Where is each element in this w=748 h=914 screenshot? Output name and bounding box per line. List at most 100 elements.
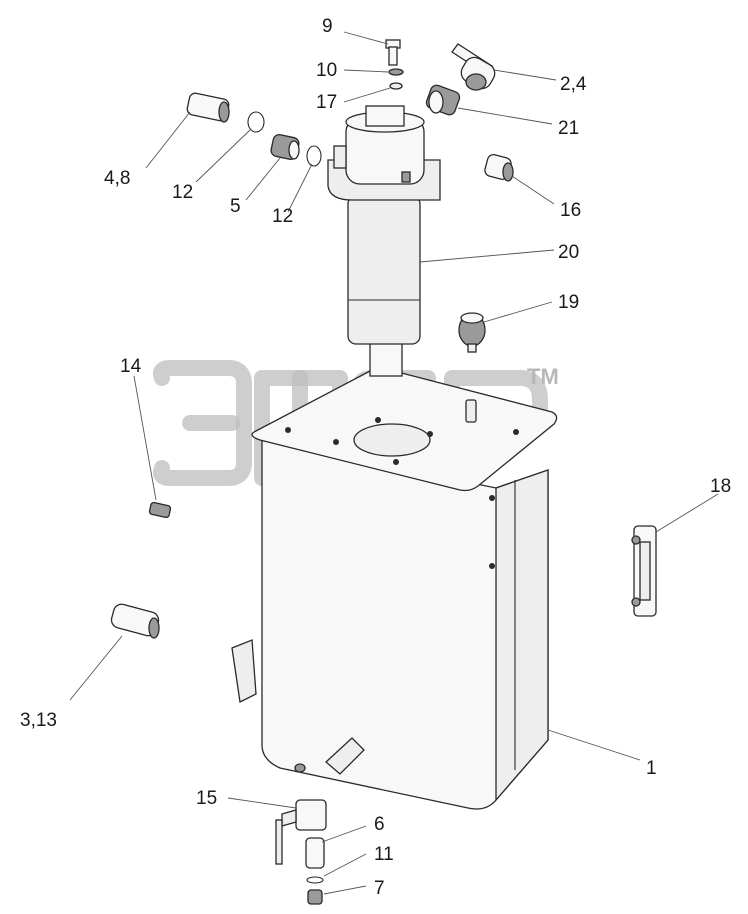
breather-stem <box>467 343 477 353</box>
drain-boss <box>294 763 306 773</box>
o-ring-12a <box>247 111 265 133</box>
callout-3-13: 3,13 <box>20 710 57 731</box>
cover-bolt <box>333 439 339 445</box>
callout-19: 19 <box>558 292 579 313</box>
callout-5: 5 <box>230 196 241 217</box>
cover-bolt <box>393 459 399 465</box>
filter-assembly <box>327 105 441 377</box>
breather-top <box>460 312 484 324</box>
fitting-4-8 <box>186 92 230 123</box>
fitting-3-13-end <box>148 617 160 639</box>
leader-4-8 <box>145 111 191 169</box>
callout-10: 10 <box>316 60 337 81</box>
breather-boss <box>465 399 477 423</box>
callout-16: 16 <box>560 200 581 221</box>
filter-indicator <box>401 171 411 183</box>
return-pipe-stub <box>231 639 257 703</box>
fitting-5 <box>270 134 300 160</box>
watermark-letter-e <box>153 360 252 486</box>
leader-16 <box>511 175 555 205</box>
callout-20: 20 <box>558 242 579 263</box>
leader-15 <box>227 797 297 809</box>
fitting-end <box>218 101 230 123</box>
nipple-6 <box>305 837 325 869</box>
callout-1: 1 <box>646 758 657 779</box>
callout-11: 11 <box>374 844 394 865</box>
leader-2-4 <box>493 69 557 81</box>
tee-fitting-2-4 <box>451 43 496 91</box>
callout-17: 17 <box>316 92 337 113</box>
breather-19 <box>458 312 486 353</box>
fitting-5-end <box>288 140 300 160</box>
plug-end <box>502 162 514 182</box>
o-ring-12b <box>306 145 322 167</box>
drain-pipe-stub <box>325 737 365 775</box>
callout-labels: 9 10 17 2,4 21 4,8 12 5 12 16 20 19 14 1… <box>20 16 731 899</box>
valve-lever <box>281 809 297 827</box>
fitting-3-13 <box>110 603 160 639</box>
leader-7 <box>323 885 367 895</box>
leader-11 <box>323 853 367 877</box>
leader-3-13 <box>69 635 123 701</box>
sensor-body <box>148 501 172 519</box>
callout-21: 21 <box>558 118 579 139</box>
callout-4-8: 4,8 <box>104 168 130 189</box>
leader-12b <box>287 163 313 213</box>
adapter-face <box>428 90 444 114</box>
leader-20 <box>419 249 555 263</box>
leader-9 <box>343 31 389 45</box>
filter-outlet <box>369 339 403 377</box>
seal-17 <box>389 82 403 90</box>
callout-15: 15 <box>196 788 217 809</box>
tee-port <box>465 73 487 91</box>
tank-body <box>231 367 558 810</box>
filter-mount-hole <box>353 423 431 457</box>
callout-18: 18 <box>710 476 731 497</box>
adapter-21 <box>425 84 461 116</box>
callout-2-4: 2,4 <box>560 74 587 95</box>
bolt-shank <box>388 46 398 66</box>
callout-14: 14 <box>120 356 142 377</box>
leader-6 <box>321 825 367 843</box>
drain-valve-15 <box>275 799 327 865</box>
leader-19 <box>483 301 553 323</box>
callout-7: 7 <box>374 878 385 899</box>
level-gauge-18 <box>631 525 657 617</box>
cover-bolt <box>513 429 519 435</box>
bolt-9 <box>385 39 401 66</box>
leader-1 <box>547 729 641 761</box>
leader-5 <box>245 157 281 201</box>
cover-bolt <box>375 417 381 423</box>
cover-bolt <box>427 431 433 437</box>
leader-18 <box>655 493 719 533</box>
valve-handle <box>275 819 283 865</box>
level-gauge-port <box>489 495 495 501</box>
filter-side-port <box>333 145 347 169</box>
valve-body <box>295 799 327 831</box>
leader-17 <box>343 87 391 103</box>
callout-9: 9 <box>322 16 333 37</box>
callout-12b: 12 <box>272 206 293 227</box>
gauge-bolt <box>631 597 641 607</box>
callout-12a: 12 <box>172 182 193 203</box>
gauge-window <box>639 541 651 601</box>
leader-lines <box>69 31 719 895</box>
plug-16 <box>484 153 514 182</box>
plug-7 <box>307 889 323 905</box>
leader-10 <box>343 69 389 73</box>
tank-side-face <box>495 469 549 802</box>
gauge-bolt <box>631 535 641 545</box>
leader-21 <box>457 107 553 125</box>
callout-6: 6 <box>374 814 385 835</box>
level-gauge-port <box>489 563 495 569</box>
ring-11 <box>306 876 324 884</box>
cover-bolt <box>285 427 291 433</box>
filter-cap-boss <box>365 105 405 127</box>
sensor-14 <box>148 501 172 519</box>
filter-housing <box>347 195 421 345</box>
leader-12a <box>195 129 251 183</box>
leader-14 <box>133 375 157 501</box>
watermark-trademark: TM <box>527 364 559 389</box>
